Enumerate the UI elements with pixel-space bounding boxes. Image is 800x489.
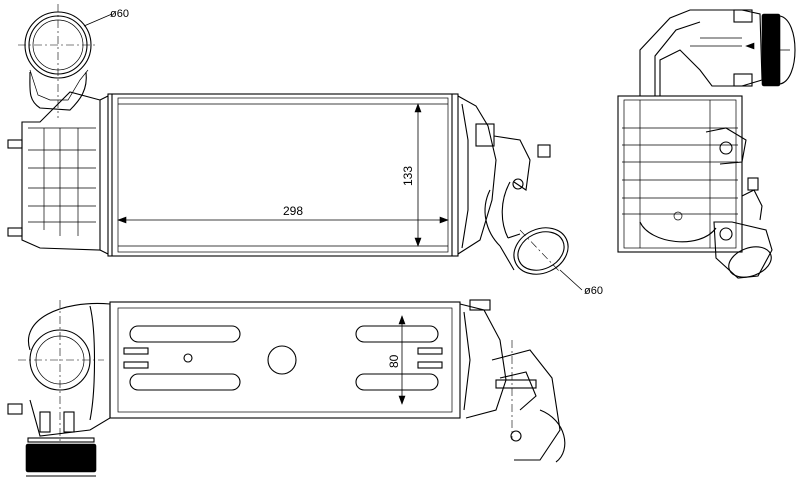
side-inlet-ring: [761, 13, 796, 87]
front-view: [7, 4, 583, 291]
side-view: [617, 9, 796, 279]
front-left-tank: [7, 91, 109, 255]
front-inlet-flange: [18, 4, 113, 118]
depth-label: 80: [387, 354, 401, 368]
inlet-diameter-label: ø60: [110, 8, 129, 20]
top-outlet-pipe: [459, 299, 566, 463]
top-core: [109, 301, 461, 419]
front-right-tank: [457, 95, 551, 255]
top-inlet-elbow: [7, 300, 111, 477]
front-core: [107, 93, 459, 257]
top-view: [7, 299, 566, 477]
dimension-height: [414, 103, 422, 247]
dimension-width: [117, 216, 449, 224]
dimension-depth: [398, 315, 406, 405]
height-label: 133: [401, 166, 415, 186]
outlet-diameter-label: ø60: [584, 285, 603, 297]
front-outlet-pipe: [499, 227, 583, 291]
width-label: 298: [283, 204, 303, 218]
